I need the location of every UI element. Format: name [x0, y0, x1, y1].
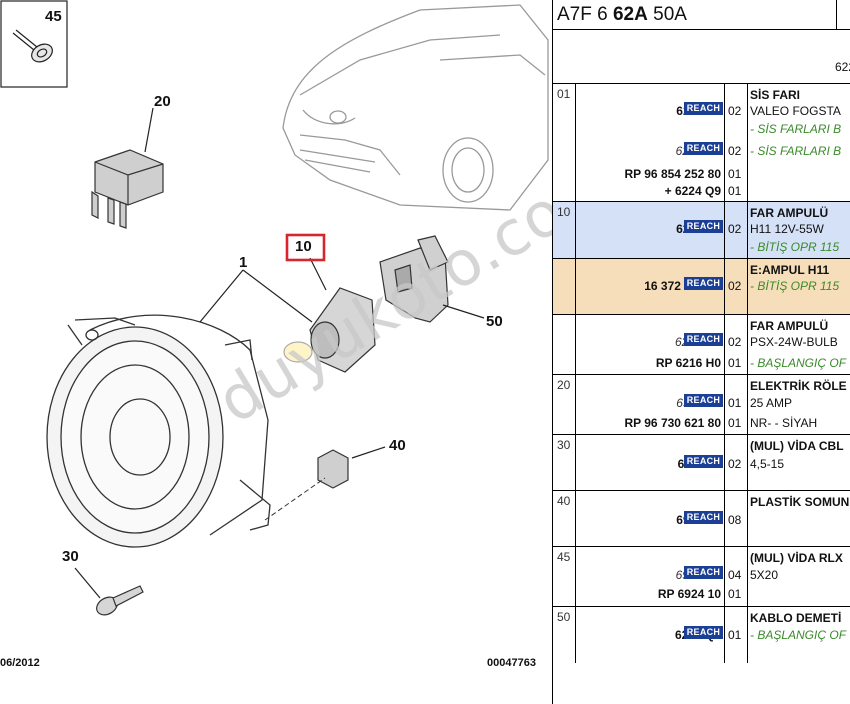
group-number: 45 — [557, 550, 571, 564]
part-note: - SİS FARLARI B — [750, 122, 842, 136]
part-name: PLASTİK SOMUN — [750, 495, 850, 509]
part-reference[interactable]: RP 96 730 621 80 — [624, 416, 721, 430]
group-number: 30 — [557, 438, 571, 452]
group-number: 20 — [557, 378, 571, 392]
reach-badge[interactable]: REACH — [684, 102, 723, 115]
callout-50: 50 — [486, 313, 503, 330]
quantity: 01 — [728, 416, 742, 430]
callout-10[interactable]: 10 — [295, 238, 312, 255]
screw-45-icon — [12, 29, 53, 63]
part-name: E:AMPUL H11 — [750, 263, 830, 277]
fog-lamp-icon — [46, 314, 271, 548]
screw-30-icon — [96, 585, 144, 616]
reach-badge[interactable]: REACH — [684, 277, 723, 290]
quantity: 08 — [728, 513, 742, 527]
nut-40-icon — [317, 449, 349, 489]
part-description: NR- - SİYAH — [750, 416, 818, 430]
part-description: 25 AMP — [750, 396, 793, 410]
part-note: - BİTİŞ OPR 115 — [750, 240, 840, 254]
quantity: 01 — [728, 184, 742, 198]
part-description: - SİS FARLARI B — [750, 144, 842, 158]
reach-badge[interactable]: REACH — [684, 566, 723, 579]
part-name: (MUL) VİDA CBL — [750, 439, 844, 453]
reach-badge[interactable]: REACH — [684, 142, 723, 155]
part-description: - BAŞLANGIÇ OF — [750, 628, 847, 642]
part-reference[interactable]: + 6224 Q9 — [664, 184, 721, 198]
callout-40: 40 — [389, 437, 406, 454]
part-name: SİS FARI — [750, 88, 801, 102]
model-code: A7F 6 62A 50A — [557, 4, 687, 25]
callout-30: 30 — [62, 548, 79, 565]
part-description: VALEO FOGSTA — [750, 104, 841, 118]
part-description: 5X20 — [750, 568, 779, 582]
quantity: 04 — [728, 568, 742, 582]
table-row[interactable]: 016206 E1REACH02VALEO FOGSTA6206 N0REACH… — [553, 83, 850, 202]
reach-badge[interactable]: REACH — [684, 511, 723, 524]
table-row[interactable]: 406935 E0REACH08PLASTİK SOMUN — [553, 490, 850, 547]
group-number: 50 — [557, 610, 571, 624]
connector-50-icon — [379, 235, 449, 323]
reach-badge[interactable]: REACH — [684, 455, 723, 468]
quantity: 02 — [728, 335, 742, 349]
part-name: FAR AMPULÜ — [750, 319, 829, 333]
part-description: PSX-24W-BULB — [750, 335, 838, 349]
callout-1: 1 — [239, 254, 248, 271]
diagram-id: 00047763 — [487, 657, 536, 669]
parts-table-panel: A7F 6 62A 50A 622 016206 E1REACH02VALEO … — [552, 0, 850, 704]
callout-10-highlight — [285, 233, 326, 262]
part-name: ELEKTRİK RÖLE — [750, 379, 847, 393]
group-number: 10 — [557, 205, 571, 219]
part-45-box — [0, 0, 68, 88]
reach-badge[interactable]: REACH — [684, 333, 723, 346]
quantity: 01 — [728, 587, 742, 601]
part-reference[interactable]: RP 6216 H0 — [655, 356, 721, 370]
quantity: 02 — [728, 222, 742, 236]
quantity: 02 — [728, 457, 742, 471]
reach-badge[interactable]: REACH — [684, 394, 723, 407]
part-name: FAR AMPULÜ — [750, 206, 829, 220]
part-description: - BAŞLANGIÇ OF — [750, 356, 847, 370]
part-description: H11 12V-55W — [750, 222, 824, 236]
quantity: 01 — [728, 167, 742, 181]
car-icon — [282, 4, 549, 211]
group-number: 40 — [557, 494, 571, 508]
quantity: 01 — [728, 396, 742, 410]
quantity: 01 — [728, 356, 742, 370]
callout-20: 20 — [154, 93, 171, 110]
relay-20-icon — [91, 149, 164, 229]
diagram-date: 06/2012 — [0, 657, 40, 669]
part-name: (MUL) VİDA RLX — [750, 551, 843, 565]
quantity: 02 — [728, 144, 742, 158]
part-description: 4,5-15 — [750, 457, 785, 471]
quantity: 02 — [728, 104, 742, 118]
quantity: 02 — [728, 279, 742, 293]
diagram-drawing — [0, 0, 549, 616]
reach-badge[interactable]: REACH — [684, 220, 723, 233]
reach-badge[interactable]: REACH — [684, 626, 723, 639]
part-name: KABLO DEMETİ — [750, 611, 842, 625]
parts-diagram: 45 20 10 1 50 40 30 06/2012 00047763 duy… — [0, 0, 630, 669]
part-reference[interactable]: RP 96 854 252 80 — [624, 167, 721, 181]
panel-header: A7F 6 62A 50A — [553, 0, 850, 30]
bulb-10-icon — [283, 287, 376, 373]
group-number: 01 — [557, 87, 571, 101]
part-reference[interactable]: RP 6924 10 — [657, 587, 721, 601]
callout-45: 45 — [45, 8, 62, 25]
table-row[interactable]: 306924 J0REACH024,5-15(MUL) VİDA CBL — [553, 434, 850, 491]
section-code: 622 — [835, 60, 850, 74]
part-description: - BİTİŞ OPR 115 — [750, 279, 840, 293]
quantity: 01 — [728, 628, 742, 642]
